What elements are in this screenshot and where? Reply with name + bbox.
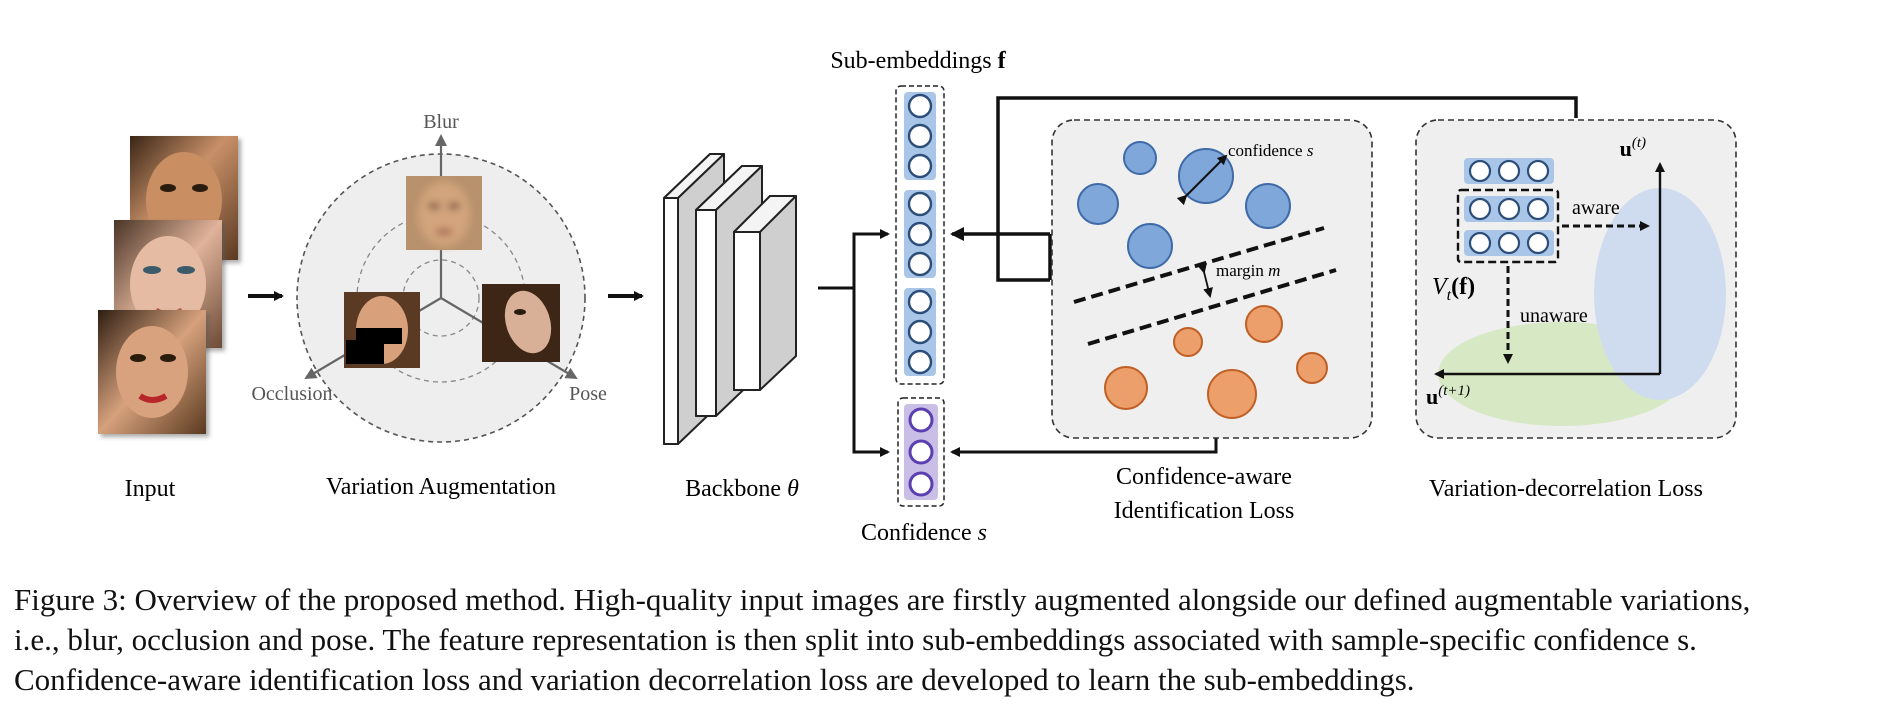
embedding-unit xyxy=(1468,159,1492,183)
embedding-unit xyxy=(907,93,933,119)
method-overview-diagram: Input Blur Oc xyxy=(98,48,1737,546)
margin-annotation-text: margin xyxy=(1216,261,1264,280)
orange-sample xyxy=(1104,366,1148,410)
embedding-unit xyxy=(1497,159,1521,183)
arrow-id-loss-to-confidence xyxy=(950,436,1218,457)
decision-boundary-lower xyxy=(1087,268,1337,346)
unaware-label: unaware xyxy=(1520,305,1588,327)
confidence-units xyxy=(908,407,934,497)
confidence-unit xyxy=(908,439,934,465)
axis-label-occlusion: Occlusion xyxy=(251,383,332,405)
u-t-symbol: u xyxy=(1620,136,1632,161)
embedding-unit xyxy=(907,349,933,375)
feedback-arrows xyxy=(950,96,1578,457)
orange-sample xyxy=(1296,352,1328,384)
embedding-rows-box xyxy=(1456,188,1560,264)
decorrelation-loss-label: Variation-decorrelation Loss xyxy=(1429,476,1703,502)
vt-subscript: t xyxy=(1447,287,1452,304)
augmentation-label: Variation Augmentation xyxy=(326,474,556,500)
variation-embedding-stack xyxy=(1456,158,1560,264)
arrow-losses-to-embeddings xyxy=(996,96,1578,282)
confidence-unit xyxy=(908,471,934,497)
class-b-samples xyxy=(1104,305,1328,419)
embedding-unit xyxy=(1526,231,1550,255)
embedding-unit xyxy=(1526,159,1550,183)
embedding-unit xyxy=(907,221,933,247)
caption-line-3: Confidence-aware identification loss and… xyxy=(14,662,1415,697)
blurred-face-image xyxy=(406,176,482,250)
vt-function-label: Vt(f) xyxy=(1432,274,1475,304)
confidence-radius-arrow xyxy=(1176,154,1228,206)
margin-annotation-symbol: m xyxy=(1268,261,1280,280)
embedding-unit xyxy=(907,123,933,149)
input-face-images xyxy=(98,136,238,434)
caption-line-1: Figure 3: Overview of the proposed metho… xyxy=(14,582,1751,617)
backbone-layer-3 xyxy=(733,195,797,391)
embedding-unit xyxy=(907,191,933,217)
sub-embedding-units xyxy=(907,93,933,375)
sub-embeddings-symbol: f xyxy=(998,48,1007,74)
u-t-superscript: (t) xyxy=(1632,135,1646,151)
axis-label-pose: Pose xyxy=(569,383,607,405)
confidence-annotation: confidence s xyxy=(1228,141,1314,160)
embedding-unit xyxy=(907,319,933,345)
sub-embeddings-label-text: Sub-embeddings xyxy=(830,48,991,74)
face-image-3 xyxy=(98,310,206,434)
embedding-unit xyxy=(1468,197,1492,221)
input-label: Input xyxy=(125,476,176,502)
backbone-label: Backbone θ xyxy=(685,476,799,502)
identification-loss-label-line1: Confidence-aware xyxy=(1116,464,1292,490)
blue-sample xyxy=(1245,183,1291,229)
variation-augmentation-panel: Blur Occlusion Pose xyxy=(251,111,607,443)
orange-sample xyxy=(1207,369,1257,419)
backbone-network xyxy=(663,153,797,445)
identification-loss-label-line2: Identification Loss xyxy=(1114,498,1295,524)
orange-sample xyxy=(1173,327,1203,357)
margin-arrow xyxy=(1197,263,1213,298)
confidence-symbol: s xyxy=(978,520,987,546)
confidence-annotation-symbol: s xyxy=(1307,141,1314,160)
embedding-unit xyxy=(1526,197,1550,221)
vt-argument: (f) xyxy=(1451,274,1475,300)
confidence-annotation-text: confidence xyxy=(1228,141,1303,160)
axis-label-blur: Blur xyxy=(423,111,459,133)
decorrelation-axes xyxy=(1434,162,1665,379)
caption-line-2: i.e., blur, occlusion and pose. The feat… xyxy=(14,622,1697,657)
orange-sample xyxy=(1245,305,1283,343)
u-t1-symbol: u xyxy=(1426,384,1438,409)
backbone-split-arrows xyxy=(818,229,890,457)
blue-sample xyxy=(1077,183,1119,225)
margin-annotation: margin m xyxy=(1216,261,1280,280)
u-t1-superscript: (t+1) xyxy=(1438,383,1470,399)
backbone-symbol: θ xyxy=(787,476,799,502)
axis-label-u-t: u(t) xyxy=(1620,135,1646,161)
confidence-label: Confidence s xyxy=(861,520,987,546)
blue-sample xyxy=(1127,223,1173,269)
pose-face-image xyxy=(482,284,560,362)
embedding-unit xyxy=(1497,231,1521,255)
aware-label: aware xyxy=(1572,197,1620,219)
backbone-label-text: Backbone xyxy=(685,476,781,502)
blue-sample xyxy=(1123,141,1157,175)
embedding-unit xyxy=(1468,231,1492,255)
embedding-unit xyxy=(1497,197,1521,221)
axis-label-u-t1: u(t+1) xyxy=(1426,383,1470,409)
sub-embeddings-label: Sub-embeddings f xyxy=(830,48,1006,74)
embedding-unit xyxy=(907,289,933,315)
embedding-unit xyxy=(907,251,933,277)
figure-caption: Figure 3: Overview of the proposed metho… xyxy=(14,580,1874,700)
confidence-label-text: Confidence xyxy=(861,520,972,546)
occluded-face-image xyxy=(344,292,420,368)
confidence-unit xyxy=(908,407,934,433)
vt-symbol: V xyxy=(1432,274,1449,300)
embedding-unit xyxy=(907,153,933,179)
